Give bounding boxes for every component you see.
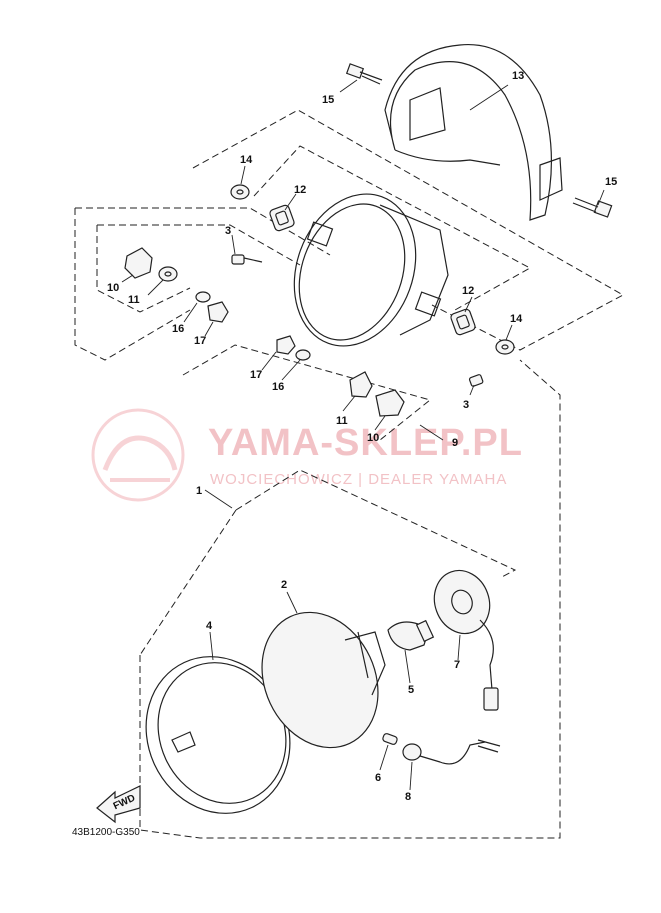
callout-3-right: 3: [463, 399, 469, 411]
watermark-title: YAMA-SKLEP.PL: [208, 422, 523, 464]
callout-4: 4: [206, 620, 213, 632]
callout-15-upper: 15: [322, 94, 334, 106]
callout-12-right: 12: [462, 285, 474, 297]
callout-13: 13: [512, 70, 524, 82]
grommet-right: [450, 308, 476, 336]
headlight-stay: [384, 43, 563, 221]
nut-center-group: [276, 335, 405, 417]
pilot-bulb: [382, 733, 398, 745]
callout-7: 7: [454, 659, 460, 671]
grommet-left: [269, 204, 295, 232]
callout-16-center: 16: [272, 381, 284, 393]
callout-5: 5: [408, 684, 414, 696]
bolt-upper: [345, 63, 383, 85]
callout-6: 6: [375, 772, 381, 784]
washer-left: [230, 184, 250, 200]
diagram-code: 43B1200-G350: [72, 827, 140, 838]
watermark-subtitle: WOJCIECHOWICZ | DEALER YAMAHA: [210, 471, 507, 488]
callout-14-left: 14: [240, 154, 253, 166]
callouts: 15 13 15 14 12 3 12 14 10 11 16 17 17 16…: [107, 70, 617, 803]
callout-10-left: 10: [107, 282, 119, 294]
screw-right: [468, 374, 484, 387]
washer-right: [495, 339, 515, 355]
callout-3-left: 3: [225, 225, 231, 237]
callout-16-left: 16: [172, 323, 184, 335]
watermark: YAMA-SKLEP.PL WOJCIECHOWICZ | DEALER YAM…: [91, 408, 523, 502]
callout-1: 1: [196, 485, 202, 497]
callout-10-center: 10: [367, 432, 379, 444]
callout-15-right: 15: [605, 176, 617, 188]
socket-cord: [433, 569, 499, 711]
callout-11-left: 11: [128, 294, 140, 306]
callout-9: 9: [452, 437, 458, 449]
watermark-logo: [91, 408, 185, 502]
nut-left-group: [124, 247, 229, 323]
callout-17-left: 17: [194, 335, 206, 347]
leader-lines: [121, 79, 605, 791]
pilot-socket: [402, 739, 501, 765]
callout-2: 2: [281, 579, 287, 591]
callout-12-left: 12: [294, 184, 306, 196]
fwd-arrow: FWD: [96, 785, 141, 824]
bolt-right: [572, 197, 613, 218]
headlight-unit: [261, 611, 386, 749]
bulb: [387, 619, 435, 651]
callout-8: 8: [405, 791, 411, 803]
callout-17-center: 17: [250, 369, 262, 381]
callout-11-center: 11: [336, 415, 348, 427]
headlight-body: [293, 193, 449, 347]
callout-14-right: 14: [510, 313, 523, 325]
screw-left: [231, 254, 263, 265]
